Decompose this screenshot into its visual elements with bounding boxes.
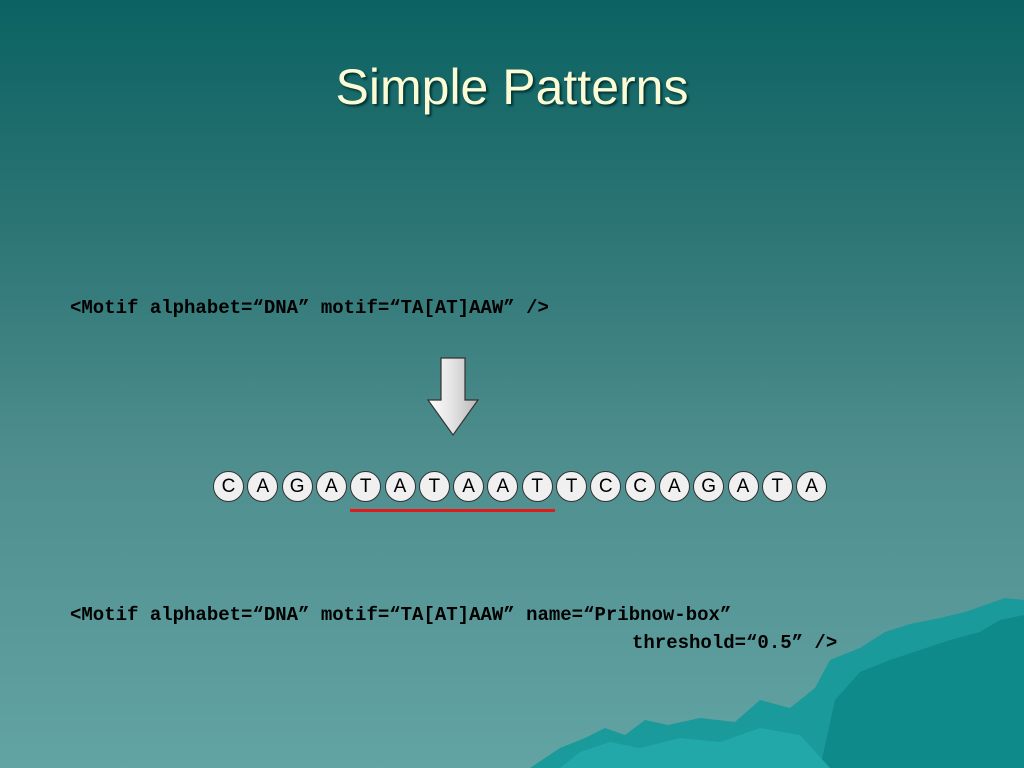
motif-code-threshold: threshold=“0.5” /> [632,632,838,654]
dna-base: G [281,471,313,502]
dna-base: G [693,471,725,502]
dna-base: A [315,471,347,502]
dna-base: C [624,471,656,502]
motif-code-line-named: <Motif alphabet=“DNA” motif=“TA[AT]AAW” … [70,604,732,626]
dna-base: T [761,471,793,502]
dna-base: C [213,471,244,502]
dna-base: A [796,471,828,502]
match-underline [350,509,555,512]
motif-code-line: <Motif alphabet=“DNA” motif=“TA[AT]AAW” … [70,297,549,319]
dna-base: A [384,471,416,502]
dna-base: T [521,471,553,502]
dna-base: A [727,471,759,502]
dna-base: A [453,471,485,502]
dna-base: T [350,471,382,502]
dna-base: T [556,471,587,502]
dna-base: C [590,471,622,502]
dna-base: A [658,471,690,502]
dna-base: A [487,471,519,502]
dna-base: A [247,471,279,502]
dna-base: T [418,471,450,502]
slide-title: Simple Patterns [335,59,689,115]
down-arrow-icon [426,357,480,437]
